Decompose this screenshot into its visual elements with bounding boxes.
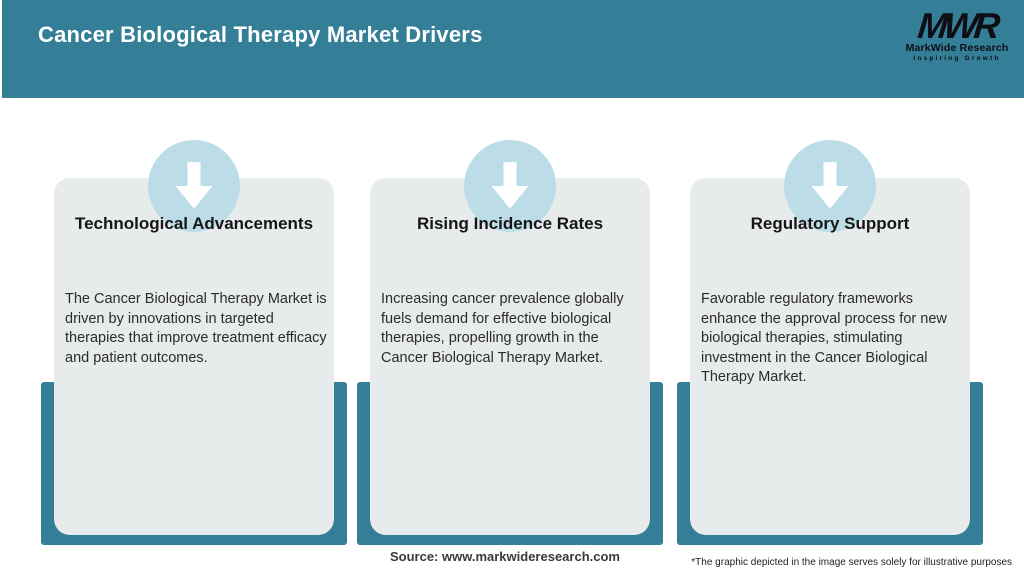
card-body-text: Increasing cancer prevalence globally fu… <box>381 291 624 366</box>
card-panel <box>690 178 970 535</box>
card-title: Rising Incidence Rates <box>416 214 604 233</box>
card-title: Technological Advancements <box>74 214 314 233</box>
mwr-monogram-icon: MWR <box>915 5 999 46</box>
down-arrow-icon <box>148 140 240 232</box>
driver-card-regulatory-support: Regulatory Support Favorable regulatory … <box>677 140 983 546</box>
markwide-research-logo: MWR MarkWide Research Inspiring Growth <box>902 5 1012 62</box>
card-panel <box>370 178 650 535</box>
card-body-text: Favorable regulatory frameworks enhance … <box>701 291 947 385</box>
down-arrow-glyph <box>491 162 529 209</box>
down-arrow-glyph <box>811 162 849 209</box>
down-arrow-icon <box>464 140 556 232</box>
driver-card-technological-advancements: Technological Advancements The Cancer Bi… <box>41 140 347 546</box>
page-title: Cancer Biological Therapy Market Drivers <box>38 22 483 47</box>
logo-tagline: Inspiring Growth <box>913 55 1001 62</box>
header-bar: Cancer Biological Therapy Market Drivers… <box>2 0 1024 98</box>
disclaimer-text: *The graphic depicted in the image serve… <box>691 557 1012 568</box>
down-arrow-icon <box>784 140 876 232</box>
down-arrow-glyph <box>175 162 213 209</box>
source-text: Source: www.markwideresearch.com <box>389 549 620 564</box>
card-panel <box>54 178 334 535</box>
card-body-text: The Cancer Biological Therapy Market is … <box>65 291 327 366</box>
driver-card-rising-incidence-rates: Rising Incidence Rates Increasing cancer… <box>357 140 663 546</box>
logo-company-name: MarkWide Research <box>905 42 1009 54</box>
card-title: Regulatory Support <box>750 214 910 233</box>
